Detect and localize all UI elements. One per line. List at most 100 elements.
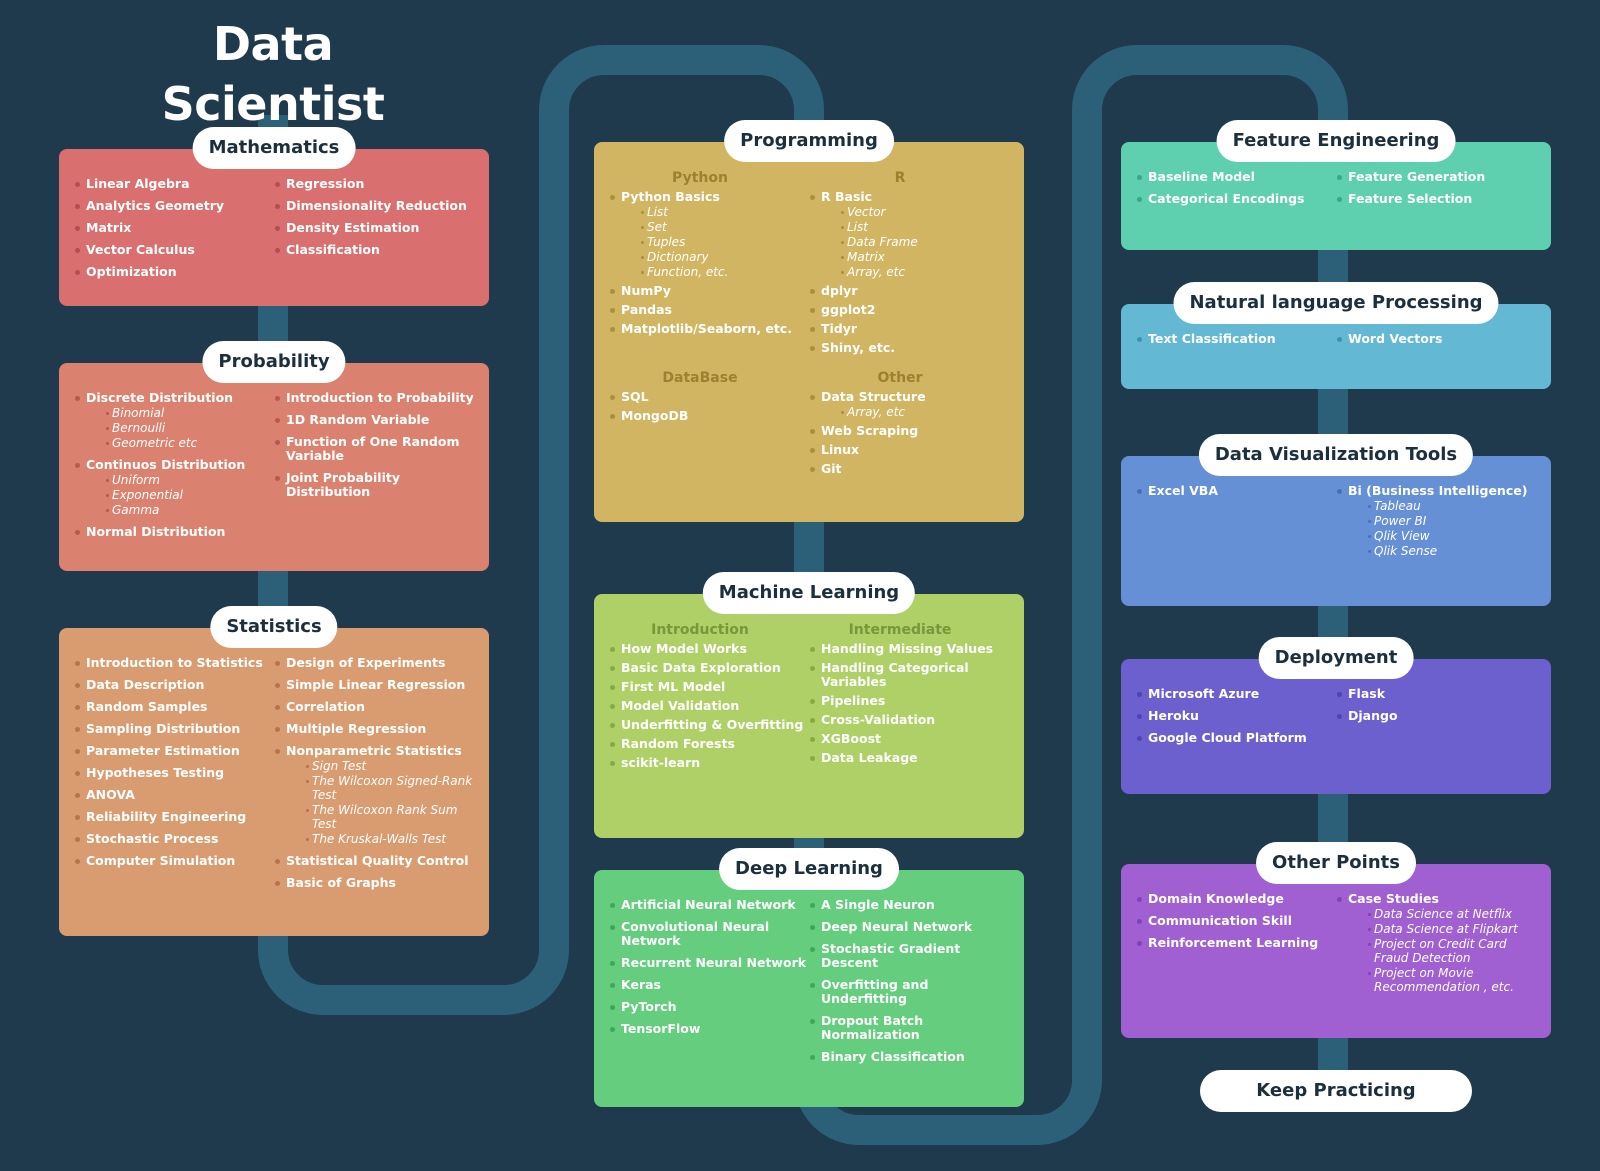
topic-label: Feature Generation — [1348, 169, 1486, 184]
topic-label: Random Samples — [86, 699, 208, 714]
topic-label: Optimization — [86, 264, 177, 279]
topic-item: Introduction to Statistics — [75, 656, 275, 670]
topic-label: 1D Random Variable — [286, 412, 430, 427]
topic-label: Google Cloud Platform — [1148, 730, 1307, 745]
topic-label: Stochastic Gradient Descent — [821, 941, 961, 970]
topic-item: TensorFlow — [610, 1022, 810, 1036]
topic-label: Sampling Distribution — [86, 721, 241, 736]
page-title: Data Scientist — [161, 17, 385, 131]
topic-item: Django — [1337, 709, 1537, 723]
topic-label: Microsoft Azure — [1148, 686, 1260, 701]
topic-column: Text Classification — [1137, 332, 1337, 354]
topic-label: Hypotheses Testing — [86, 765, 225, 780]
subtopic-item: Power BI — [1368, 514, 1537, 528]
topic-item: Feature Selection — [1337, 192, 1537, 206]
topic-item: Keras — [610, 978, 810, 992]
topic-label: ggplot2 — [821, 302, 876, 317]
topic-item: Multiple Regression — [275, 722, 475, 736]
topic-label: Heroku — [1148, 708, 1199, 723]
topic-list: Word Vectors — [1337, 332, 1537, 346]
topic-label: Classification — [286, 242, 380, 257]
topic-label: Shiny, etc. — [821, 340, 895, 355]
topic-item: Cross-Validation — [810, 713, 1010, 727]
topic-item: Handling Categorical Variables — [810, 661, 1010, 689]
topic-item: Handling Missing Values — [810, 642, 1010, 656]
topic-label: Function of One Random Variable — [286, 434, 460, 463]
topic-label: Tidyr — [821, 321, 858, 336]
topic-label: Underfitting & Overfitting — [621, 717, 804, 732]
topic-label: Bi (Business Intelligence) — [1348, 483, 1528, 498]
topic-label: A Single Neuron — [821, 897, 935, 912]
subtopic-item: Matrix — [841, 250, 1010, 264]
topic-label: Git — [821, 461, 842, 476]
topic-item: Random Samples — [75, 700, 275, 714]
topic-item: Tidyr — [810, 322, 1010, 336]
topic-label: Linux — [821, 442, 860, 457]
section-title-pill: Feature Engineering — [1216, 120, 1456, 162]
topic-item: Shiny, etc. — [810, 341, 1010, 355]
topic-item: Sampling Distribution — [75, 722, 275, 736]
topic-list: Text Classification — [1137, 332, 1337, 346]
topic-label: Pipelines — [821, 693, 886, 708]
topic-item: Convolutional Neural Network — [610, 920, 810, 948]
subtopic-item: Geometric etc — [106, 436, 275, 450]
topic-label: Deep Neural Network — [821, 919, 973, 934]
topic-label: Statistical Quality Control — [286, 853, 469, 868]
topic-item: scikit-learn — [610, 756, 810, 770]
topic-column: Excel VBA — [1137, 484, 1337, 566]
topic-label: Excel VBA — [1148, 483, 1219, 498]
topic-label: Binary Classification — [821, 1049, 965, 1064]
topic-item: Correlation — [275, 700, 475, 714]
topic-label: Dimensionality Reduction — [286, 198, 467, 213]
topic-item: Communication Skill — [1137, 914, 1337, 928]
topic-label: Simple Linear Regression — [286, 677, 466, 692]
subtopic-item: Gamma — [106, 503, 275, 517]
topic-item: Data Leakage — [810, 751, 1010, 765]
subtopic-item: Exponential — [106, 488, 275, 502]
topic-item: Binary Classification — [810, 1050, 1010, 1064]
topic-item: Basic of Graphs — [275, 876, 475, 890]
topic-label: Normal Distribution — [86, 524, 226, 539]
topic-label: Matrix — [86, 220, 132, 235]
group-heading: Introduction — [651, 622, 749, 638]
topic-label: Matplotlib/Seaborn, etc. — [621, 321, 792, 336]
topic-label: Vector Calculus — [86, 242, 195, 257]
topic-item: Google Cloud Platform — [1137, 731, 1337, 745]
topic-label: Pandas — [621, 302, 672, 317]
section-title-pill: Mathematics — [192, 127, 356, 169]
topic-item: Deep Neural Network — [810, 920, 1010, 934]
subtopic-item: Function, etc. — [641, 265, 810, 279]
topic-item: XGBoost — [810, 732, 1010, 746]
topic-label: Python Basics — [621, 189, 720, 204]
topic-item: A Single Neuron — [810, 898, 1010, 912]
